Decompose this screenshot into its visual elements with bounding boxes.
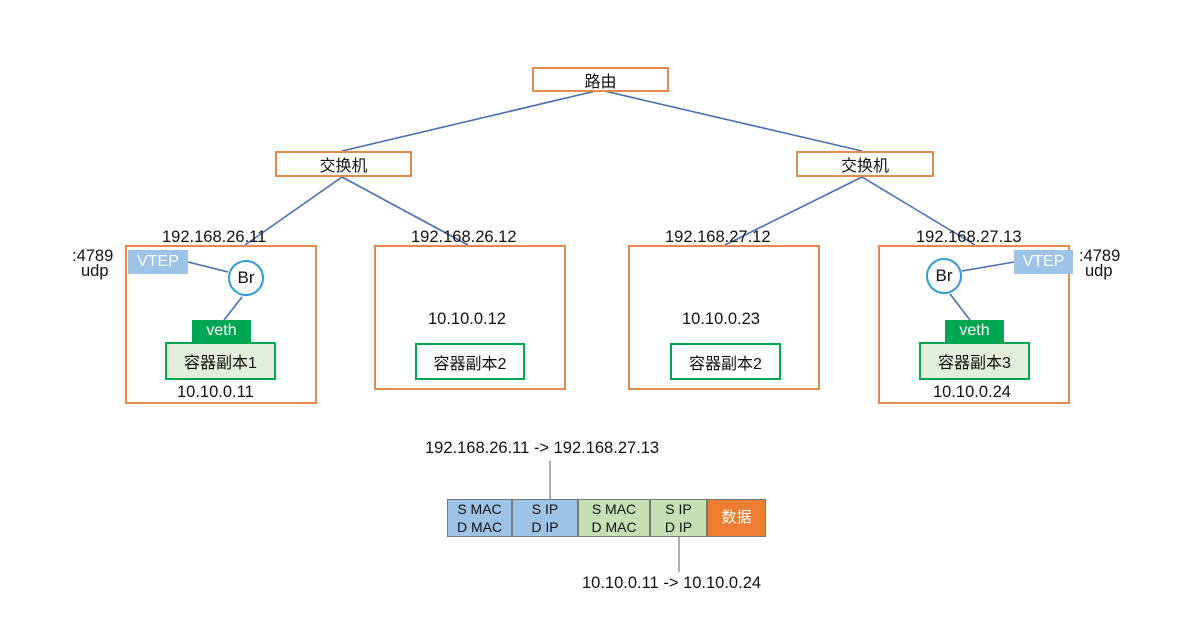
- host-4-port: :4789: [1079, 247, 1121, 265]
- watermark: 掘金技术社区 @ 零一匠心: [907, 592, 1175, 617]
- link-switch-right-host3: [724, 176, 863, 246]
- host-3-container-ip: 10.10.0.23: [682, 310, 760, 328]
- router-label: 路由: [584, 73, 617, 91]
- host-3-box: [628, 245, 820, 390]
- switch-right-label: 交换机: [840, 158, 889, 175]
- packet-field-inner-ip: S IP D IP: [650, 499, 707, 537]
- host-3-ip: 192.168.27.12: [665, 228, 771, 246]
- link-br-veth-4: [949, 293, 971, 321]
- host-4-container: 容器副本3: [919, 342, 1030, 380]
- host-4-bridge: Br: [926, 258, 962, 294]
- link-switch-left-host1: [244, 176, 343, 246]
- switch-left-box: 交换机: [275, 151, 412, 177]
- host-4-veth: veth: [945, 320, 1004, 342]
- host-3-container: 容器副本2: [670, 343, 781, 380]
- switch-left-label: 交换机: [319, 158, 368, 175]
- host-1-container-ip: 10.10.0.11: [177, 383, 254, 401]
- link-router-switch-right: [599, 89, 863, 152]
- host-1-port: :4789: [72, 247, 114, 265]
- inner-ip-label: 10.10.0.11 -> 10.10.0.24: [582, 574, 762, 592]
- packet-field-data: 数据: [707, 499, 766, 537]
- link-vtep-br-1: [187, 261, 229, 273]
- host-4-box: [878, 245, 1070, 404]
- host-1-container: 容器副本1: [165, 342, 276, 380]
- host-2-box: [374, 245, 566, 390]
- packet-field-outer-mac: S MAC D MAC: [447, 499, 512, 537]
- link-br-veth-1: [223, 296, 243, 321]
- packet-field-outer-ip: S IP D IP: [512, 499, 578, 537]
- host-2-ip: 192.168.26.12: [411, 228, 517, 246]
- packet-field-inner-mac: S MAC D MAC: [578, 499, 650, 537]
- host-4-vtep: VTEP: [1014, 250, 1073, 274]
- host-1-bridge: Br: [228, 260, 264, 296]
- host-1-vtep: VTEP: [128, 250, 188, 274]
- host-4-ip: 192.168.27.13: [916, 228, 1022, 246]
- host-2-container: 容器副本2: [415, 343, 525, 380]
- link-vtep-br-4: [961, 261, 1015, 272]
- link-switch-right-host4: [861, 176, 976, 246]
- host-1-box: [125, 245, 317, 404]
- outer-ip-label: 192.168.26.11 -> 192.168.27.13: [425, 439, 660, 457]
- host-2-container-ip: 10.10.0.12: [428, 310, 506, 328]
- host-4-container-ip: 10.10.0.24: [933, 383, 1011, 401]
- host-1-veth: veth: [192, 320, 251, 342]
- link-router-switch-left: [341, 89, 601, 152]
- router-box: 路由: [532, 67, 669, 92]
- link-switch-left-host2: [341, 176, 469, 246]
- switch-right-box: 交换机: [796, 151, 934, 177]
- host-4-proto: udp: [1085, 262, 1113, 280]
- host-1-ip: 192.168.26.11: [162, 228, 267, 246]
- host-1-proto: udp: [81, 262, 109, 280]
